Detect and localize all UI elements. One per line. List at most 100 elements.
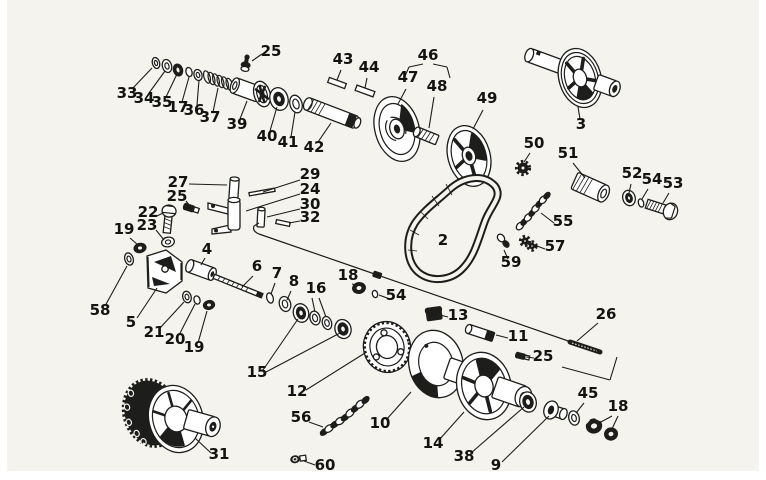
- leader-line-12: [305, 352, 366, 391]
- part-label-21: 21: [144, 323, 165, 341]
- part-label-44: 44: [359, 58, 380, 76]
- leader-line-24: [245, 193, 301, 212]
- leader-line-26: [561, 366, 611, 381]
- part-label-45: 45: [578, 384, 599, 402]
- leader-line-52: [628, 183, 632, 194]
- leader-line-10: [385, 391, 412, 421]
- part-39-sleeve: [229, 77, 272, 108]
- leader-line-17: [181, 76, 190, 103]
- part-44-pin: [354, 84, 376, 98]
- part-30-pin: [256, 206, 266, 228]
- part-20-washer: [193, 295, 201, 305]
- part-40-bearing: [269, 87, 289, 111]
- leader-line-46: [408, 63, 424, 68]
- part-58-washer: [123, 252, 135, 266]
- part-3-pulley-assembly: [524, 47, 621, 109]
- part-52-washer: [622, 189, 636, 207]
- part-label-54a: 54: [642, 170, 663, 188]
- part-4-spacer: [185, 259, 217, 281]
- leader-line-4: [200, 257, 206, 266]
- part-57-master-link: [518, 234, 538, 252]
- part-35-bushing: [172, 63, 184, 77]
- part-27-pin: [228, 176, 240, 200]
- part-label-6: 6: [252, 257, 262, 275]
- part-47-pulley-half: [373, 96, 421, 162]
- part-24-lever: [207, 196, 241, 235]
- part-33-washer: [151, 56, 161, 70]
- part-25-bolt-mid: [182, 202, 201, 214]
- part-31-clutch-assembly: [121, 378, 221, 454]
- part-19-nut-upper: [133, 242, 147, 254]
- part-label-42: 42: [304, 138, 325, 156]
- part-label-31: 31: [209, 445, 230, 463]
- part-label-12: 12: [287, 382, 308, 400]
- leader-line-55: [540, 212, 555, 224]
- part-45-washer: [568, 410, 580, 426]
- part-17-washer: [185, 66, 193, 78]
- leader-line-27: [188, 183, 228, 186]
- leader-line-45: [575, 402, 585, 414]
- part-label-34: 34: [134, 89, 155, 107]
- part-42-shaft: [302, 97, 362, 129]
- leader-line-15: [262, 318, 299, 371]
- leader-line-3: [577, 106, 581, 120]
- part-label-23: 23: [137, 216, 158, 234]
- leader-line-39: [239, 100, 248, 120]
- part-label-24: 24: [300, 180, 321, 198]
- leader-line-21: [159, 301, 185, 329]
- part-43-pin: [326, 76, 348, 90]
- part-23-nut: [161, 236, 175, 248]
- part-5-bracket: [146, 249, 183, 294]
- leader-line-7: [270, 282, 276, 295]
- leader-line-47: [397, 88, 407, 105]
- part-7-washer: [265, 292, 275, 304]
- part-label-2: 2: [438, 231, 448, 249]
- part-label-25c: 25: [533, 347, 554, 365]
- part-label-8: 8: [289, 272, 299, 290]
- leader-line-53: [662, 192, 670, 204]
- part-label-48: 48: [427, 77, 448, 95]
- part-label-20: 20: [165, 330, 186, 348]
- part-label-18b: 18: [608, 397, 629, 415]
- part-15-bearing-left: [292, 303, 310, 323]
- part-41-washer: [289, 94, 303, 114]
- part-label-5: 5: [126, 313, 136, 331]
- leader-line-16: [318, 297, 327, 318]
- part-label-19b: 19: [184, 338, 205, 356]
- leader-line-38: [470, 406, 525, 454]
- leader-line-41: [290, 111, 296, 138]
- part-label-18a: 18: [338, 266, 359, 284]
- leader-line-48: [428, 96, 435, 129]
- part-label-15: 15: [247, 363, 268, 381]
- part-59-chain-link: [496, 233, 510, 248]
- leader-line-49: [472, 109, 484, 130]
- leader-line-42: [317, 122, 332, 143]
- leader-line-19b: [197, 310, 208, 344]
- leader-line-30: [266, 208, 301, 218]
- leader-line-35: [165, 73, 178, 98]
- part-label-50: 50: [524, 134, 545, 152]
- part-56-chain: [319, 395, 370, 436]
- part-18-nut-outer-right: [604, 427, 618, 441]
- leader-line-32: [288, 220, 301, 224]
- leader-line-14: [438, 411, 465, 441]
- leader-line-33: [132, 67, 153, 89]
- leader-line-16: [311, 297, 316, 313]
- part-54-lockwasher-right: [637, 198, 645, 208]
- part-label-51: 51: [558, 144, 579, 162]
- part-26-control-rod: [252, 222, 603, 355]
- part-51-spacer-tube: [570, 172, 611, 203]
- part-label-46: 46: [418, 46, 439, 64]
- leader-line-60: [303, 460, 316, 466]
- part-label-7: 7: [272, 264, 282, 282]
- leader-line-50: [523, 152, 531, 163]
- part-label-39: 39: [227, 115, 248, 133]
- leader-line-26: [609, 356, 618, 381]
- leader-line-5: [136, 287, 158, 319]
- part-label-27: 27: [168, 173, 189, 191]
- part-label-13: 13: [448, 306, 469, 324]
- part-label-56: 56: [291, 408, 312, 426]
- leader-line-51: [572, 162, 586, 179]
- leader-line-54a: [641, 188, 649, 200]
